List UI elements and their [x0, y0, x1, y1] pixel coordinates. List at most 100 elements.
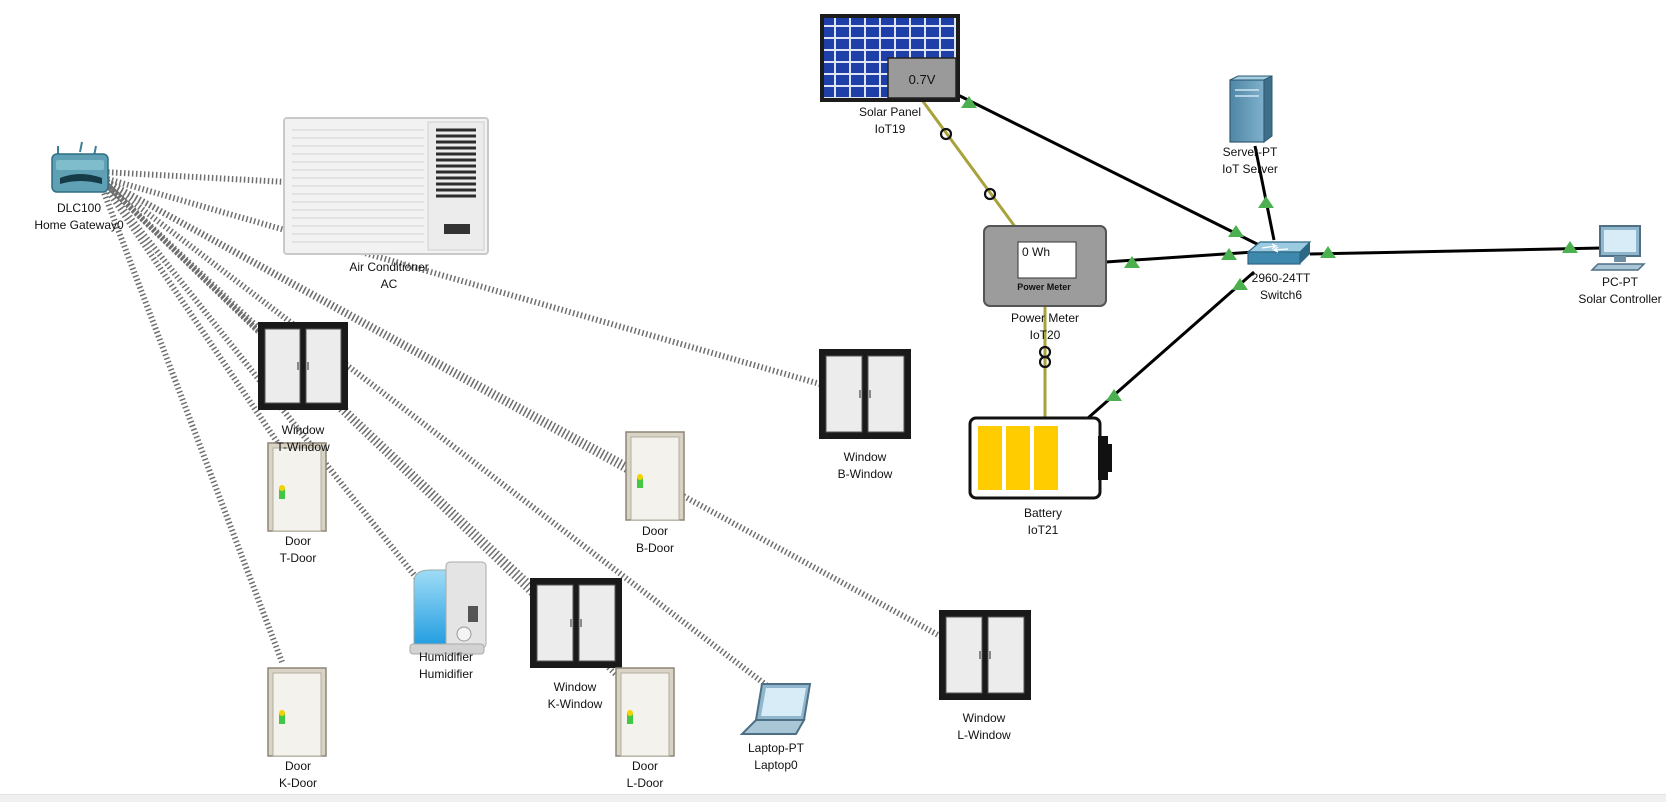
link-up-icon — [1124, 256, 1140, 268]
server-icon[interactable] — [1229, 75, 1273, 143]
workspace-bottom-bar — [0, 794, 1666, 802]
device-label-b-door: Door B-Door — [636, 523, 674, 557]
window-icon[interactable] — [258, 322, 348, 410]
device-name: B-Door — [635, 541, 675, 555]
device-label-power-meter: Power Meter IoT20 — [1011, 310, 1079, 344]
device-model: 2960-24TT — [1251, 271, 1311, 285]
device-label-t-door: Door T-Door — [280, 533, 317, 567]
device-model: Door — [641, 524, 669, 538]
wireless-link-l-window[interactable] — [102, 177, 942, 639]
device-name: IoT Server — [1222, 162, 1278, 176]
window-icon[interactable] — [939, 610, 1031, 700]
battery-icon[interactable] — [968, 416, 1112, 500]
link-switch-pc[interactable] — [1309, 246, 1603, 256]
link-server-switch[interactable] — [1253, 145, 1276, 241]
link-connector-icon — [939, 127, 953, 141]
device-name: T-Window — [276, 440, 330, 454]
device-name: B-Window — [837, 467, 893, 481]
power-link-solar-meter[interactable] — [920, 99, 1018, 229]
device-model: Laptop-PT — [747, 741, 805, 755]
wireless-link-k-door[interactable] — [97, 180, 285, 664]
device-model: Window — [962, 711, 1006, 725]
device-model: Battery — [1023, 506, 1063, 520]
device-label-server: Server-PT IoT Server — [1222, 144, 1278, 178]
device-name: K-Window — [547, 697, 603, 711]
link-up-icon — [1232, 278, 1248, 290]
device-model: Door — [284, 759, 312, 773]
device-model: Server-PT — [1222, 145, 1278, 159]
device-label-switch: 2960-24TT Switch6 — [1252, 270, 1311, 304]
wireless-link-k-window[interactable] — [101, 179, 569, 621]
door-icon[interactable] — [615, 667, 675, 757]
link-status-lights — [961, 96, 1578, 401]
device-label-l-door: Door L-Door — [627, 758, 664, 792]
device-name: Switch6 — [1259, 288, 1303, 302]
solar-voltage-readout: 0.7V — [909, 72, 936, 87]
door-icon[interactable] — [267, 667, 327, 757]
device-label-humidifier: Humidifier Humidifier — [419, 649, 473, 683]
device-name: Home Gateway0 — [34, 218, 124, 232]
device-model: Humidifier — [418, 650, 474, 664]
solar-panel-icon[interactable]: 0.7V — [820, 14, 960, 102]
switch-icon[interactable] — [1246, 241, 1312, 265]
device-model: PC-PT — [1602, 275, 1638, 289]
device-name: IoT19 — [874, 122, 906, 136]
window-icon[interactable] — [530, 578, 622, 668]
air-conditioner-icon[interactable] — [283, 117, 489, 255]
link-up-icon — [1562, 241, 1578, 253]
device-label-b-window: Window B-Window — [838, 449, 893, 483]
device-name: K-Door — [278, 776, 318, 790]
device-label-l-window: Window L-Window — [957, 710, 1010, 744]
wireless-link-humidifier[interactable] — [99, 180, 437, 602]
link-connector-icon — [1038, 355, 1052, 369]
device-label-k-window: Window K-Window — [548, 679, 603, 713]
device-label-battery: Battery IoT21 — [1024, 505, 1062, 539]
link-up-icon — [1228, 225, 1244, 237]
link-solar-switch[interactable] — [955, 92, 1266, 250]
device-name: Solar Controller — [1578, 292, 1662, 306]
device-model: DLC100 — [56, 201, 102, 215]
device-name: Humidifier — [418, 667, 474, 681]
device-label-pc: PC-PT Solar Controller — [1578, 274, 1661, 308]
device-model: Solar Panel — [858, 105, 922, 119]
device-name: Laptop0 — [754, 758, 798, 772]
link-up-icon — [1320, 246, 1336, 258]
device-model: Door — [284, 534, 311, 548]
device-model: Window — [281, 423, 325, 437]
home-gateway-icon[interactable] — [51, 141, 109, 193]
device-model: Air Conditioner — [349, 260, 429, 274]
door-icon[interactable] — [267, 442, 327, 532]
humidifier-icon[interactable] — [409, 561, 487, 655]
door-icon[interactable] — [625, 431, 685, 521]
device-label-home-gateway: DLC100 Home Gateway0 — [34, 200, 123, 234]
device-model: Window — [843, 450, 887, 464]
wireless-link-ac[interactable] — [103, 169, 287, 185]
device-name: L-Door — [626, 776, 664, 790]
device-label-t-window: Window T-Window — [276, 422, 329, 456]
link-up-icon — [1106, 389, 1122, 401]
device-name: AC — [380, 277, 398, 291]
power-meter-icon[interactable]: 0 Wh Power Meter — [983, 225, 1107, 307]
link-connector-icon — [983, 187, 997, 201]
device-label-laptop: Laptop-PT Laptop0 — [748, 740, 804, 774]
device-label-k-door: Door K-Door — [279, 758, 317, 792]
window-icon[interactable] — [819, 349, 911, 439]
device-name: T-Door — [279, 551, 317, 565]
meter-caption: Power Meter — [1017, 282, 1071, 292]
device-label-solar-panel: Solar Panel IoT19 — [859, 104, 921, 138]
device-model: Window — [553, 680, 597, 694]
pc-icon[interactable] — [1590, 225, 1646, 271]
wireless-link-b-window[interactable] — [103, 175, 821, 387]
laptop-icon[interactable] — [739, 683, 812, 735]
device-name: L-Window — [957, 728, 1011, 742]
link-up-icon — [1258, 196, 1274, 208]
device-name: IoT20 — [1029, 328, 1061, 342]
link-up-icon — [961, 96, 977, 108]
device-name: IoT21 — [1027, 523, 1059, 537]
link-up-icon — [1221, 248, 1237, 260]
device-model: Door — [631, 759, 658, 773]
device-label-ac: Air Conditioner AC — [349, 259, 428, 293]
device-model: Power Meter — [1010, 311, 1080, 325]
wireless-link-t-door[interactable] — [99, 180, 299, 472]
